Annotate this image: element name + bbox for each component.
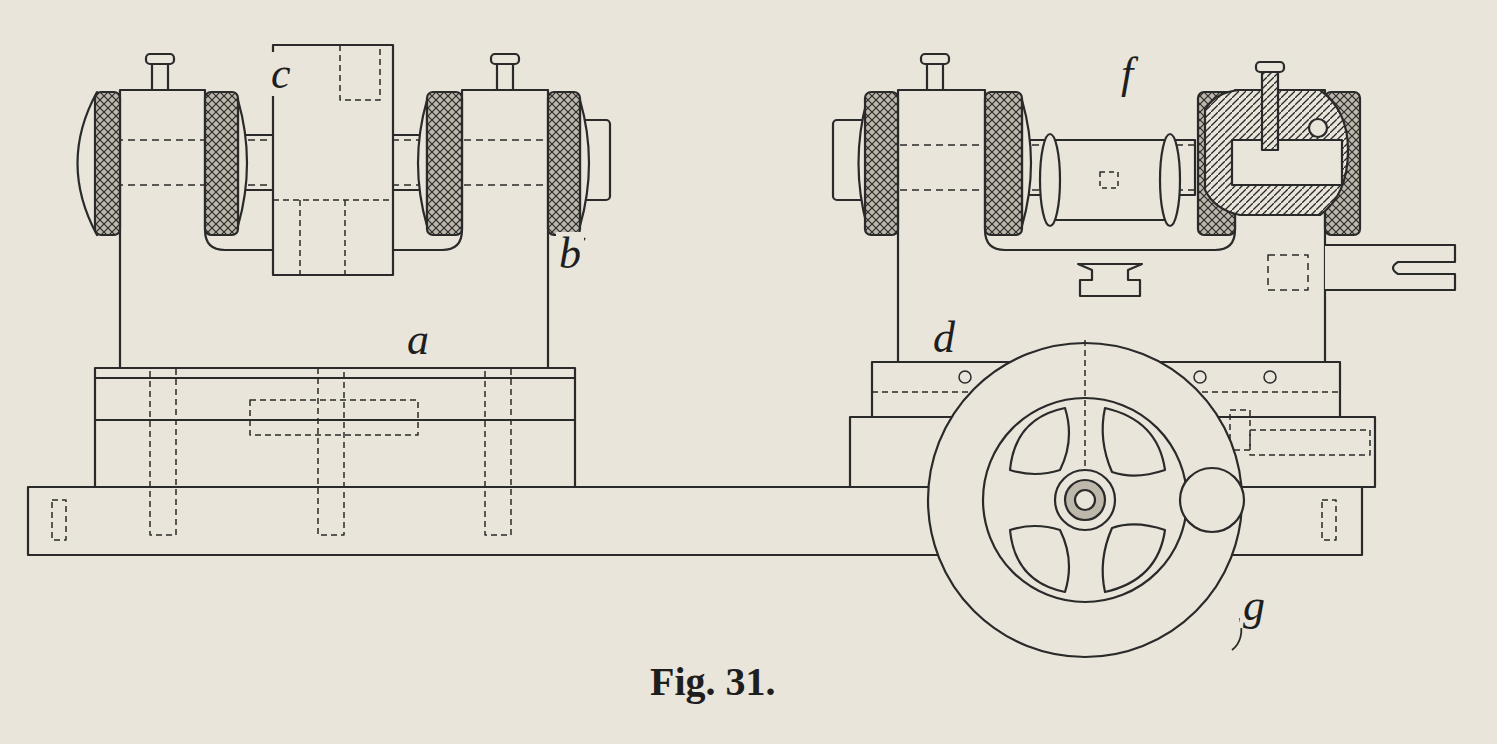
upper-plate [95, 368, 575, 420]
callout-letter: g [1240, 584, 1268, 628]
knurled-nut [427, 92, 462, 235]
spool-hidden [1100, 172, 1118, 188]
pinion [1180, 468, 1244, 532]
bore [1232, 140, 1342, 185]
callout-letter: c [268, 52, 294, 96]
hub [1055, 470, 1115, 530]
nut-dome [1022, 100, 1031, 226]
callout-letter: d [930, 316, 958, 360]
knurled-nut [548, 92, 580, 235]
spoke-openings [1010, 408, 1165, 592]
spool-flange [1040, 134, 1060, 226]
pin-cap [491, 54, 519, 64]
pin-cap [146, 54, 174, 64]
pin [927, 62, 943, 90]
set-screw [1262, 70, 1278, 150]
bolts [150, 345, 511, 535]
ball [1309, 119, 1327, 137]
pin [152, 62, 168, 90]
spool [1055, 140, 1165, 220]
plate-line [95, 377, 575, 379]
knurled-nut [95, 92, 120, 235]
nut-dome [580, 100, 589, 226]
nut-dome [418, 100, 427, 226]
knurled-nut [985, 92, 1022, 235]
fork-lever [1325, 245, 1455, 290]
pin [497, 62, 513, 90]
knurled-nut [865, 92, 898, 235]
callout-letter: a [404, 318, 432, 362]
figure-caption: Fig. 31. [650, 660, 776, 704]
pin-cap [921, 54, 949, 64]
nut-dome [238, 100, 247, 226]
handwheel-ring [983, 398, 1187, 602]
hidden-spindle [1084, 340, 1086, 470]
spool-flange [1160, 134, 1180, 226]
knurled-nut [205, 92, 238, 235]
hub-bore [1075, 490, 1095, 510]
hub-nut [1065, 480, 1105, 520]
lower-plate [95, 420, 575, 487]
callout-letter: b [556, 232, 584, 276]
callout-letter: f [1118, 52, 1136, 96]
pin-cap [1256, 62, 1284, 72]
anvil [1078, 264, 1142, 296]
